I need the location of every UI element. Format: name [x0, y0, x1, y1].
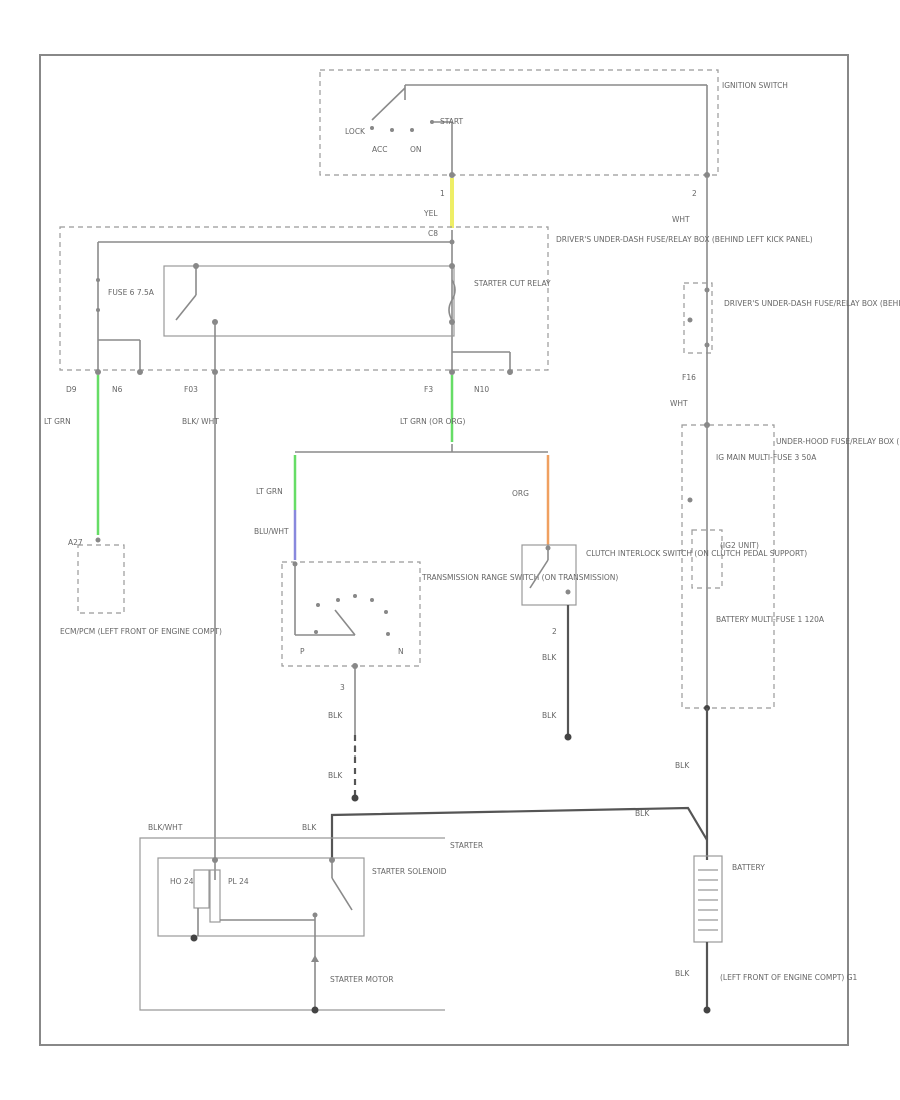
trans-n-label: N — [398, 647, 404, 656]
ignition-switch: IGNITION SWITCH LOCK ACC ON START 1 2 — [319, 69, 788, 198]
pin-d9: D9 — [66, 385, 77, 394]
pin-n6: N6 — [112, 385, 123, 394]
pin-f03: F03 — [184, 385, 198, 394]
wire-blk8-label: BLK — [675, 969, 690, 978]
wire-blk3-label: BLK — [328, 711, 343, 720]
pin-f3: F3 — [424, 385, 433, 394]
pin-c08: C8 — [428, 229, 438, 238]
wire-blk1-label: BLK — [542, 653, 557, 662]
ig-main-fuse-label: IG MAIN MULTI-FUSE 3 50A — [716, 453, 817, 462]
starter-solenoid-label: STARTER SOLENOID — [372, 867, 447, 876]
wire-lt-grn2-label: LT GRN — [256, 487, 283, 496]
ecm-pin: A27 — [68, 538, 83, 547]
starter-cut-relay-label: STARTER CUT RELAY — [474, 279, 551, 288]
ecm-pcm: A27 ECM/PCM (LEFT FRONT OF ENGINE COMPT) — [60, 537, 222, 636]
clutch-pin2: 2 — [552, 627, 557, 636]
starter-motor-label: STARTER MOTOR — [330, 975, 394, 984]
wire-blk-wht2-label: BLK/WHT — [148, 823, 183, 832]
battery: BATTERY BLK (LEFT FRONT OF ENGINE COMPT)… — [675, 855, 858, 1014]
lock-label: LOCK — [345, 127, 366, 136]
on-label: ON — [410, 145, 422, 154]
wire-org-label: ORG — [512, 489, 529, 498]
fuse6-label: FUSE 6 7.5A — [108, 288, 155, 297]
battery-label: BATTERY — [732, 863, 765, 872]
trans-switch-label: TRANSMISSION RANGE SWITCH (ON TRANSMISSI… — [421, 573, 618, 582]
ignition-switch-label: IGNITION SWITCH — [722, 81, 788, 90]
clutch-switch-label: CLUTCH INTERLOCK SWITCH (ON CLUTCH PEDAL… — [586, 549, 807, 558]
pl-label: PL 24 — [228, 877, 249, 886]
transmission-range-switch: P N TRANSMISSION RANGE SWITCH (ON TRANSM… — [281, 561, 618, 735]
wire-wht2-label: WHT — [670, 399, 688, 408]
wire-lt-grn-or-label: LT GRN (OR ORG) — [400, 417, 465, 426]
fuse-box-right-label: DRIVER'S UNDER-DASH FUSE/RELAY BOX (BEHI… — [724, 299, 900, 308]
underhood-box-label: UNDER-HOOD FUSE/RELAY BOX (LEFT REAR OF … — [776, 437, 900, 446]
fuse-box-top-label: DRIVER'S UNDER-DASH FUSE/RELAY BOX (BEHI… — [556, 235, 813, 244]
wire-blk5-label: BLK — [302, 823, 317, 832]
battery-ground-label: (LEFT FRONT OF ENGINE COMPT) G1 — [720, 973, 858, 982]
start-label: START — [440, 117, 464, 126]
wire-blk7-label: BLK — [675, 761, 690, 770]
trans-pin3: 3 — [340, 683, 345, 692]
wire-blu-wht-label: BLU/WHT — [254, 527, 289, 536]
battery-fuse-label: BATTERY MULTI-FUSE 1 120A — [716, 615, 825, 624]
wire-yel-label: YEL — [423, 209, 438, 218]
ign-pin2: 2 — [692, 189, 697, 198]
ign-pin1: 1 — [440, 189, 445, 198]
acc-label: ACC — [372, 145, 387, 154]
starter-label: STARTER — [450, 841, 483, 850]
wire-wht1-label: WHT — [672, 215, 690, 224]
fuse-box-right: DRIVER'S UNDER-DASH FUSE/RELAY BOX (BEHI… — [670, 282, 900, 425]
wire-lt-grn-label: LT GRN — [44, 417, 71, 426]
underhood-fuse-box: IG MAIN MULTI-FUSE 3 50A (IG2 UNIT) BATT… — [681, 422, 900, 711]
ecm-label: ECM/PCM (LEFT FRONT OF ENGINE COMPT) — [60, 627, 222, 636]
wire-blk2-label: BLK — [542, 711, 557, 720]
pin-n10: N10 — [474, 385, 489, 394]
wire-blk4-label: BLK — [328, 771, 343, 780]
pin-f16: F16 — [682, 373, 696, 382]
ig2-unit-label: (IG2 UNIT) — [720, 541, 759, 550]
clutch-interlock-switch: 2 CLUTCH INTERLOCK SWITCH (ON CLUTCH PED… — [521, 544, 807, 741]
wire-blk-wht-label: BLK/ WHT — [182, 417, 219, 426]
fuse-box-top: FUSE 6 7.5A STARTER CUT RELAY DRIVER'S U… — [59, 226, 813, 394]
starter: STARTER BLK/WHT HO 24 PL 24 STARTER SOLE… — [139, 823, 483, 1014]
wire-blk6-label: BLK — [635, 809, 650, 818]
diagram-frame — [39, 54, 849, 1046]
trans-p-label: P — [300, 647, 305, 656]
ho-label: HO 24 — [170, 877, 194, 886]
